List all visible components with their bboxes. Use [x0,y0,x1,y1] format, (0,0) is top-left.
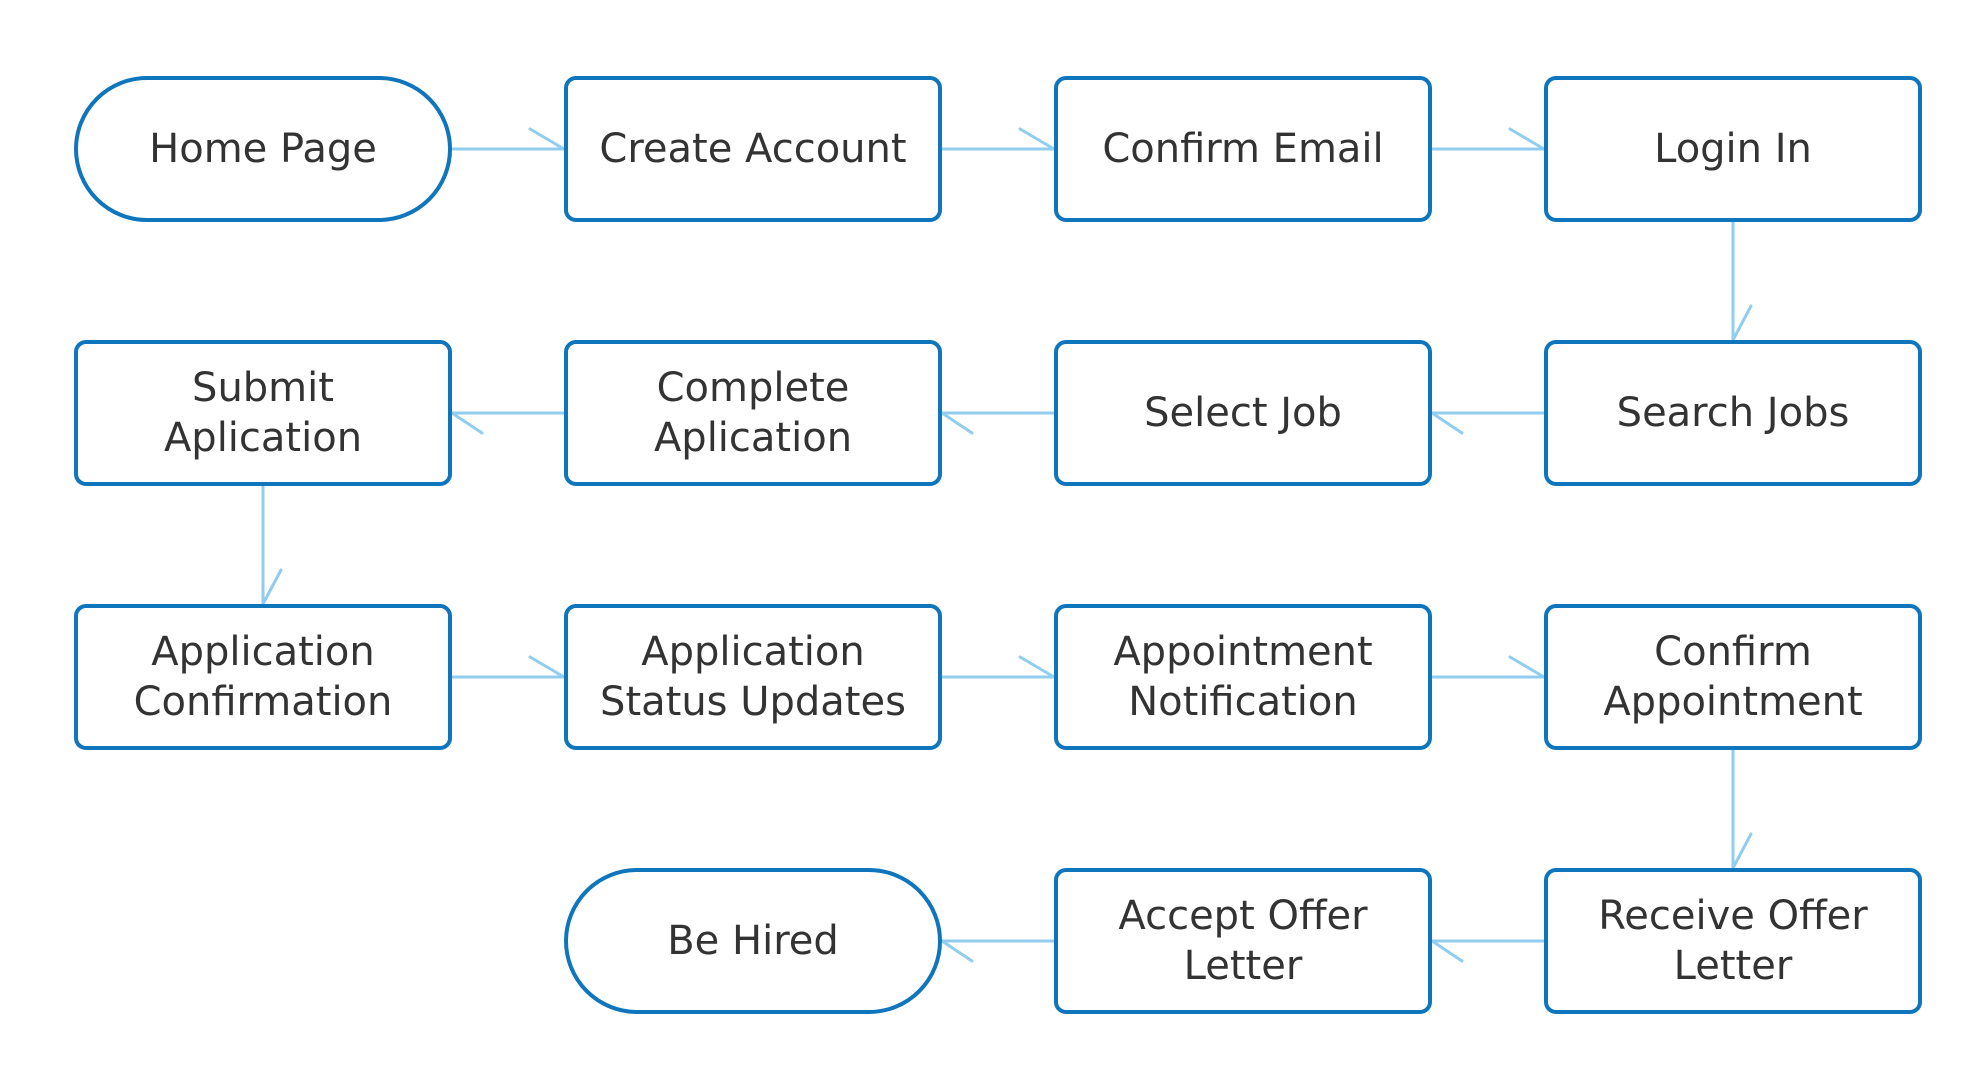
connector-receive_offer_letter-to-accept_offer_letter [1430,939,1544,963]
arrowhead-icon [450,411,484,435]
submit-aplication-node: Submit Aplication [74,340,452,486]
submit-aplication-label: Submit Aplication [163,365,363,461]
connector-create_account-to-confirm_email [942,127,1056,151]
appointment-notification-node: Appointment Notification [1054,604,1432,750]
select-job-node: Select Job [1054,340,1432,486]
connector-confirm_email-to-login_in [1432,127,1546,151]
be-hired-label: Be Hired [667,918,839,964]
search-jobs-label: Search Jobs [1616,390,1850,436]
connector-application_status_updates-to-appointment_notification [942,655,1056,679]
arrowhead-icon [1508,655,1546,679]
select-job-label: Select Job [1144,390,1342,436]
home-page-node: Home Page [74,76,452,222]
connector-application_confirmation-to-application_status_updates [452,655,566,679]
arrowhead-icon [1731,832,1753,870]
connector-accept_offer_letter-to-be_hired [940,939,1054,963]
receive-offer-letter-node: Receive Offer Letter [1544,868,1922,1014]
connector-login_in-to-search_jobs [1731,222,1753,342]
arrowhead-icon [1430,411,1464,435]
connector-select_job-to-complete_aplication [940,411,1054,435]
connector-complete_aplication-to-submit_aplication [450,411,564,435]
create-account-node: Create Account [564,76,942,222]
connector-search_jobs-to-select_job [1430,411,1544,435]
be-hired-node: Be Hired [564,868,942,1014]
confirm-appointment-node: Confirm Appointment [1544,604,1922,750]
create-account-label: Create Account [599,126,907,172]
arrowhead-icon [940,411,974,435]
complete-aplication-label: Complete Aplication [653,365,853,461]
accept-offer-letter-label: Accept Offer Letter [1118,893,1368,989]
home-page-label: Home Page [149,126,377,172]
application-status-updates-label: Application Status Updates [600,629,906,725]
confirm-appointment-label: Confirm Appointment [1603,629,1863,725]
arrowhead-icon [1430,939,1464,963]
arrowhead-icon [261,568,283,606]
application-confirmation-label: Application Confirmation [133,629,393,725]
complete-aplication-node: Complete Aplication [564,340,942,486]
application-confirmation-node: Application Confirmation [74,604,452,750]
login-in-node: Login In [1544,76,1922,222]
arrowhead-icon [940,939,974,963]
arrowhead-icon [1018,655,1056,679]
search-jobs-node: Search Jobs [1544,340,1922,486]
confirm-email-node: Confirm Email [1054,76,1432,222]
connector-home_page-to-create_account [452,127,566,151]
arrowhead-icon [1508,127,1546,151]
arrowhead-icon [1731,304,1753,342]
connector-appointment_notification-to-confirm_appointment [1432,655,1546,679]
confirm-email-label: Confirm Email [1102,126,1384,172]
receive-offer-letter-label: Receive Offer Letter [1598,893,1868,989]
appointment-notification-label: Appointment Notification [1113,629,1373,725]
login-in-label: Login In [1654,126,1812,172]
connector-submit_aplication-to-application_confirmation [261,486,283,606]
arrowhead-icon [1018,127,1056,151]
arrowhead-icon [528,127,566,151]
accept-offer-letter-node: Accept Offer Letter [1054,868,1432,1014]
arrowhead-icon [528,655,566,679]
connector-confirm_appointment-to-receive_offer_letter [1731,750,1753,870]
application-status-updates-node: Application Status Updates [564,604,942,750]
